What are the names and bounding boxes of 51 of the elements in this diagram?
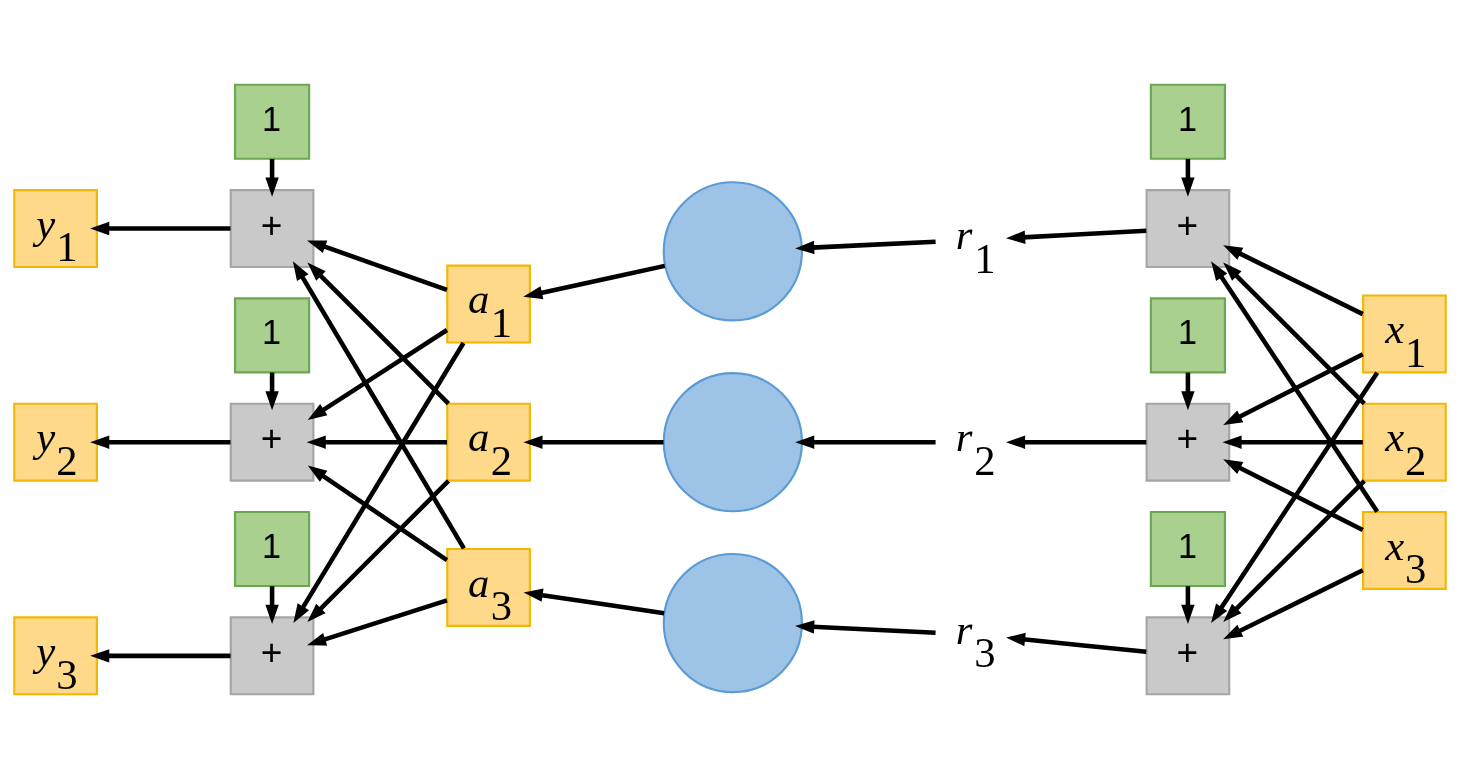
- arrow: [90, 221, 231, 236]
- arrow: [90, 649, 231, 663]
- arrow: [1211, 261, 1380, 513]
- node-box: 1: [1149, 297, 1226, 374]
- arrow: [1006, 632, 1147, 655]
- arrow: [523, 588, 665, 616]
- arrow: [1223, 479, 1366, 622]
- arrow: [292, 261, 466, 550]
- node-circle: [662, 552, 803, 694]
- arrow: [1223, 262, 1366, 406]
- node-box: +: [1145, 189, 1231, 269]
- arrow: [1181, 586, 1195, 624]
- node-box: 1: [1149, 83, 1226, 160]
- arrow: [90, 435, 231, 449]
- arrow: [1181, 372, 1195, 411]
- arrow: [1223, 352, 1364, 426]
- arrow: [265, 372, 279, 411]
- arrow: [795, 620, 936, 635]
- node-circle: [662, 372, 803, 513]
- arrow: [795, 239, 936, 255]
- arrow: [1223, 245, 1364, 317]
- arrow: [1222, 435, 1363, 449]
- arrow: [1006, 228, 1147, 244]
- arrow: [1211, 371, 1380, 624]
- arrow: [1223, 568, 1364, 640]
- node-box: +: [1145, 402, 1231, 482]
- arrow: [307, 328, 449, 421]
- arrow: [265, 158, 279, 197]
- arrow: [523, 435, 664, 449]
- arrow: [306, 435, 447, 449]
- arrow: [293, 341, 466, 624]
- arrow: [307, 262, 451, 406]
- arrow: [523, 263, 666, 300]
- arrow: [307, 465, 449, 563]
- arrow: [306, 598, 448, 646]
- node-box: 1: [234, 297, 311, 374]
- node-box: 1: [234, 510, 311, 588]
- node-box: +: [229, 402, 315, 482]
- node-box: 1: [1149, 510, 1226, 588]
- arrow: [307, 479, 451, 622]
- arrow: [1005, 435, 1147, 449]
- node-box: +: [1145, 616, 1231, 696]
- arrow: [1223, 459, 1364, 533]
- arrow: [795, 435, 936, 449]
- arrow: [265, 586, 279, 624]
- node-box: +: [229, 616, 315, 696]
- arrow: [307, 240, 448, 292]
- node-box: 1: [234, 83, 311, 160]
- node-box: +: [229, 189, 315, 269]
- node-circle: [662, 181, 803, 322]
- arrow: [1181, 158, 1195, 197]
